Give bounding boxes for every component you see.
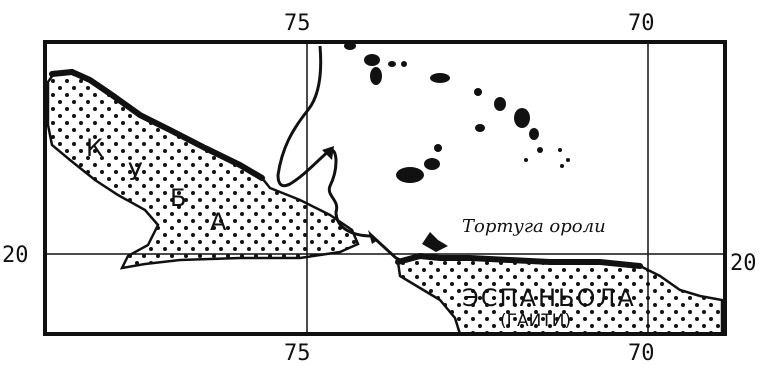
- hispaniola-north-coast: [395, 252, 643, 269]
- route-arrow-1: [322, 146, 334, 160]
- haiti-label: (ГАИТИ): [500, 311, 571, 331]
- cuba-label-letter-1: К: [86, 134, 105, 162]
- longitude-top-70: 70: [628, 11, 655, 36]
- cuba-north-coast: [49, 68, 265, 181]
- longitude-top-75: 75: [284, 11, 311, 36]
- cuba-label-letter-4: А: [210, 208, 228, 236]
- cuba-landmass: [46, 70, 360, 270]
- cuba-label-letter-2: У: [128, 158, 145, 186]
- hispaniola-label: ЭСПАНЬОЛА: [462, 284, 636, 312]
- longitude-bottom-75: 75: [284, 341, 311, 366]
- tortuga-island: [422, 232, 448, 252]
- map-frame: [43, 40, 727, 336]
- latitude-left-20: 20: [2, 243, 29, 268]
- longitude-bottom-70: 70: [628, 341, 655, 366]
- tortuga-label: Тортуга ороли: [462, 216, 606, 237]
- latitude-right-20: 20: [730, 251, 757, 276]
- cuba-label-letter-3: Б: [170, 184, 188, 212]
- route-arrow-2: [368, 230, 378, 244]
- voyage-route: [276, 45, 405, 264]
- bahamas-islands: [344, 42, 570, 183]
